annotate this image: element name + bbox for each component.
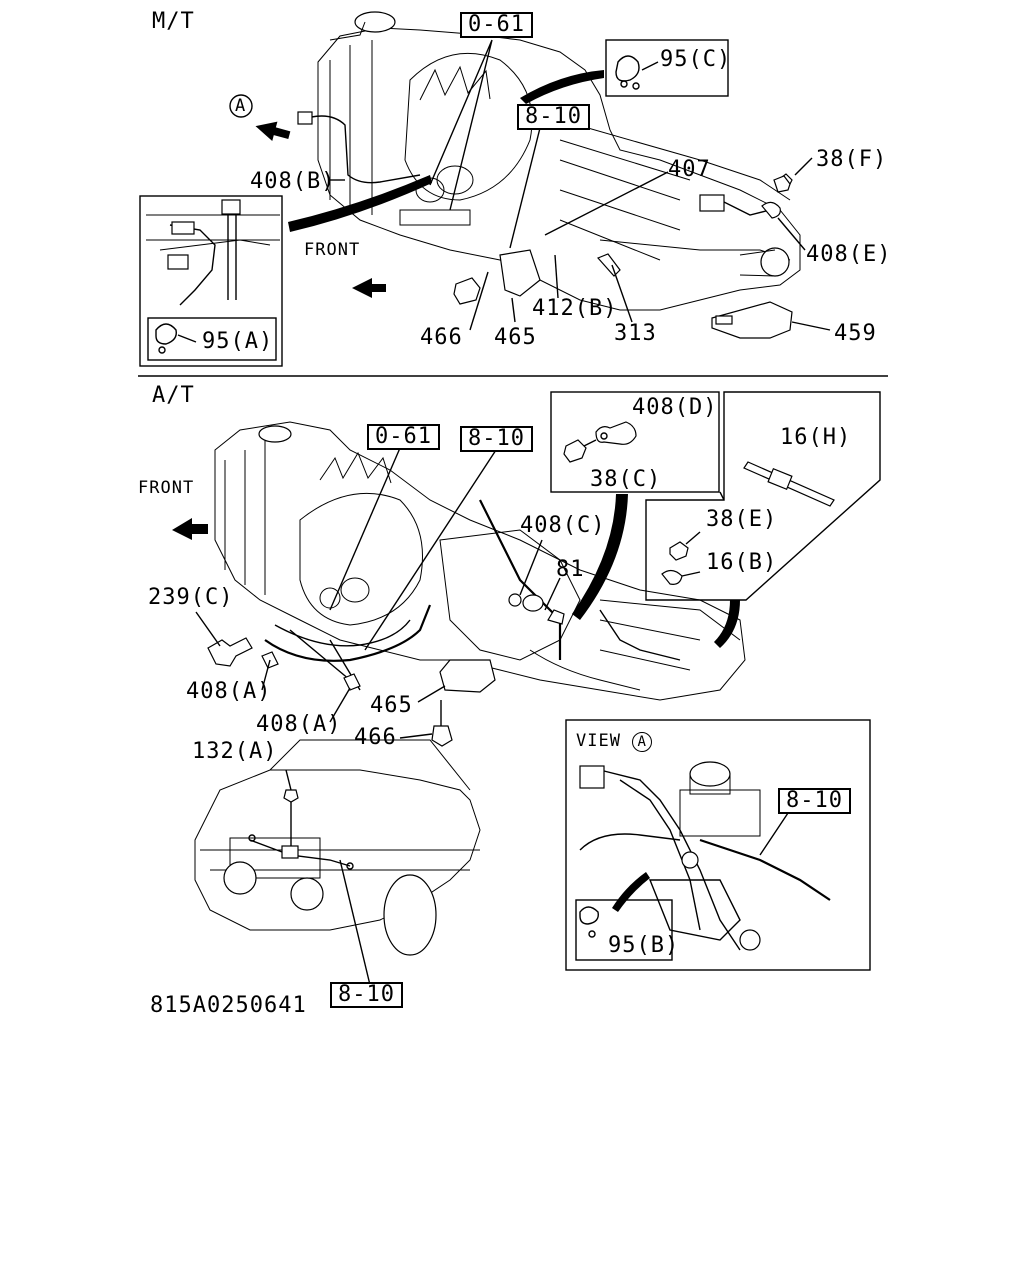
section-label-mt: M/T [152,9,195,34]
ref-0-61-mt: 0-61 [460,12,533,38]
part-95b: 95(B) [608,933,680,958]
part-408c: 408(C) [520,513,606,538]
part-408b: 408(B) [250,169,336,194]
part-465-at: 465 [370,693,413,718]
mt-engine-drawing [297,11,801,339]
section-label-at: A/T [152,383,195,408]
part-38e: 38(E) [706,507,778,532]
drawing-code: 815A0250641 [150,993,307,1018]
part-95a: 95(A) [202,329,274,354]
inset-95a-label-box [147,317,277,361]
cable-tie-16h-icon [743,461,835,507]
at-engine-drawing [207,421,746,747]
marker-a-label: A [235,96,247,116]
inset-16h-box [645,391,881,601]
leader-sweep-inset [288,175,432,232]
view-a-label: VIEW A [576,731,653,752]
part-239c: 239(C) [148,585,234,610]
view-a-drawing [575,761,831,961]
inset-95a-drawing [146,199,280,361]
part-412b: 412(B) [532,296,618,321]
front-label-at: FRONT [138,478,195,498]
part-466-mt: 466 [420,325,463,350]
ref-0-61-at: 0-61 [367,424,440,450]
clamp-95c-icon [615,55,659,90]
bolt-38c-icon [563,439,597,463]
marker-a-circle [229,94,253,118]
part-408a-right: 408(A) [256,712,342,737]
front-label-mt: FRONT [304,240,361,260]
inset-408d-box [550,391,720,493]
part-132a: 132(A) [192,739,278,764]
at-front-arrow-icon [172,518,208,540]
part-95c: 95(C) [660,47,732,72]
bolt-38e-icon [669,531,701,561]
view-a-box [565,719,871,971]
inset-95a-box [139,195,283,367]
part-38f: 38(F) [816,147,888,172]
ref-8-10-front: 8-10 [330,982,403,1008]
front-arrow-icon [352,278,386,298]
view-a-arrow-icon [255,121,291,141]
view-marker-text: A [632,732,653,752]
part-16b: 16(B) [706,550,778,575]
ref-8-10-at: 8-10 [460,426,533,452]
vehicle-front-drawing [194,739,481,986]
part-465-mt: 465 [494,325,537,350]
inset-95c-box [605,39,729,97]
part-466-at: 466 [354,725,397,750]
part-408e: 408(E) [806,242,892,267]
part-38c: 38(C) [590,467,662,492]
leader-sweep-16h [714,600,740,648]
leader-sweep-95c [520,70,604,104]
part-81: 81 [556,557,585,582]
ref-8-10-mt: 8-10 [517,104,590,130]
at-leader-lines [195,447,561,739]
part-408a-left: 408(A) [186,679,272,704]
part-313: 313 [614,321,657,346]
view-label-text: VIEW [576,731,621,751]
mt-leader-lines [330,39,831,331]
clip-16b-icon [661,569,701,585]
part-407: 407 [668,157,711,182]
part-408d: 408(D) [632,395,718,420]
clamp-408d-icon [595,421,637,445]
part-459: 459 [834,321,877,346]
leader-sweep-408d [572,494,628,620]
ref-8-10-view: 8-10 [778,788,851,814]
part-16h: 16(H) [780,425,852,450]
